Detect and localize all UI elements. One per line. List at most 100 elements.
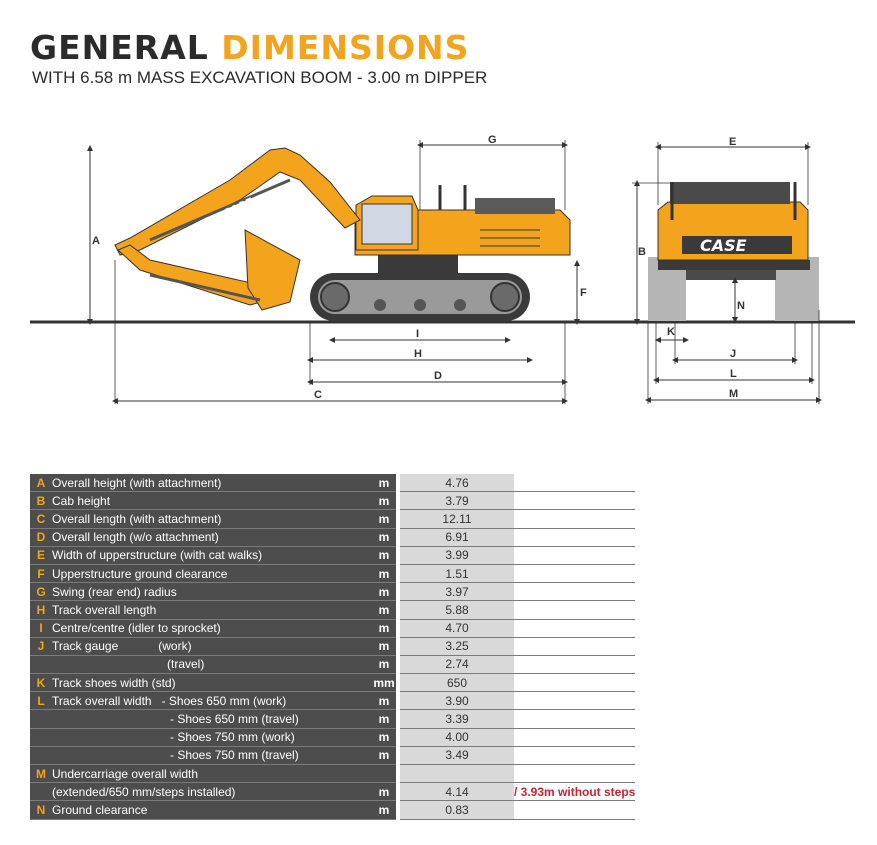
spec-row-description-text: Overall length (with attachment) [52, 511, 222, 526]
spec-row-letter: M [30, 764, 52, 784]
spec-row-unit: m [372, 491, 398, 511]
spec-row-unit: m [372, 474, 398, 493]
spec-row-letter: I [30, 619, 52, 638]
spec-row-description: Overall length (with attachment) [52, 509, 372, 529]
spec-row-note [514, 764, 636, 784]
dim-label-k: K [667, 326, 675, 338]
spec-row-description: (travel) [52, 655, 372, 675]
spec-row-value: 2.74 [396, 655, 514, 675]
spec-row-value: 6.91 [396, 528, 514, 547]
spec-row-description: Swing (rear end) radius [52, 582, 372, 602]
spec-row-letter [30, 782, 52, 802]
dim-label-i: I [416, 328, 419, 340]
spec-row-note [514, 691, 636, 711]
page-title: GENERAL DIMENSIONS [30, 30, 469, 66]
spec-row-note: / 3.93m without steps [514, 782, 636, 802]
front-view-machine: CASE [648, 182, 819, 321]
spec-row-note [514, 564, 636, 584]
spec-row-value: 4.76 [396, 474, 514, 493]
spec-row-description: Upperstructure ground clearance [52, 564, 372, 584]
spec-row-description: - Shoes 750 mm (work) [52, 728, 372, 747]
spec-row-unit: mm [372, 673, 398, 693]
dim-label-f: F [580, 287, 587, 299]
spec-row-value: 3.49 [396, 746, 514, 766]
spec-row-letter: H [30, 600, 52, 620]
spec-row-value: 3.39 [396, 709, 514, 729]
spec-row-unit: m [372, 728, 398, 747]
spec-row-unit [372, 764, 398, 784]
spec-row-description-text: (extended/650 mm/steps installed) [52, 784, 236, 799]
dim-label-n: N [737, 300, 745, 312]
spec-row-description: Ground clearance [52, 800, 372, 820]
spec-row-unit: m [372, 709, 398, 729]
dim-label-e: E [729, 136, 736, 148]
front-view-dimensions: E B N K J L M [632, 136, 822, 404]
dim-label-j: J [730, 348, 736, 360]
spec-row-description-text: Track overall width [52, 693, 152, 708]
spec-row-description-text: Swing (rear end) radius [52, 584, 177, 599]
spec-row-unit: m [372, 619, 398, 638]
spec-row-note [514, 746, 636, 766]
dim-label-a: A [92, 235, 100, 247]
spec-row-description-detail: - Shoes 650 mm (travel) [170, 712, 299, 727]
spec-row-description-text: Width of upperstructure (with cat walks) [52, 548, 263, 563]
side-view-attachment: CASE [114, 147, 361, 311]
spec-row-unit: m [372, 564, 398, 584]
excavator-dimension-diagram: CASE A G F I H D C CASE [30, 134, 855, 404]
spec-row-letter: D [30, 528, 52, 547]
spec-row-letter [30, 728, 52, 747]
spec-row-letter [30, 709, 52, 729]
spec-row-value: 5.88 [396, 600, 514, 620]
spec-row-unit: m [372, 637, 398, 656]
spec-row-description: Cab height [52, 491, 372, 511]
spec-row-letter: L [30, 691, 52, 711]
spec-row-letter: G [30, 582, 52, 602]
spec-row-letter: N [30, 800, 52, 820]
spec-row-value: 4.70 [396, 619, 514, 638]
dim-label-l: L [730, 368, 737, 380]
spec-row-letter [30, 746, 52, 766]
spec-row-description: - Shoes 750 mm (travel) [52, 746, 372, 766]
spec-row-unit: m [372, 546, 398, 565]
spec-row-letter: A [30, 474, 52, 493]
dim-label-g: G [488, 134, 497, 146]
spec-row-letter: F [30, 564, 52, 584]
spec-row-note [514, 709, 636, 729]
page-subtitle: WITH 6.58 m MASS EXCAVATION BOOM - 3.00 … [32, 68, 488, 87]
spec-row-value: 3.25 [396, 637, 514, 656]
dim-label-b: B [638, 246, 646, 258]
spec-row-value: 0.83 [396, 800, 514, 820]
spec-row-description-text: Overall length (w/o attachment) [52, 530, 219, 545]
spec-row-value: 3.99 [396, 546, 514, 565]
spec-row-description-detail: - Shoes 650 mm (work) [161, 693, 287, 708]
spec-row-unit: m [372, 655, 398, 675]
spec-row-description-text: Upperstructure ground clearance [52, 566, 228, 581]
side-view-upperstructure [354, 185, 571, 273]
spec-row-note [514, 491, 636, 511]
spec-row-unit: m [372, 691, 398, 711]
spec-row-letter: E [30, 546, 52, 565]
spec-row-description-text: Overall height (with attachment) [52, 475, 222, 490]
title-part-dimensions: DIMENSIONS [221, 28, 470, 67]
spec-row-description: Overall length (w/o attachment) [52, 528, 372, 547]
spec-row-unit: m [372, 746, 398, 766]
spec-row-note [514, 800, 636, 820]
spec-row-description-text: Cab height [52, 493, 111, 508]
spec-row-description-detail: - Shoes 750 mm (travel) [170, 748, 299, 763]
spec-row-description-text: Ground clearance [52, 802, 148, 817]
spec-row-note [514, 528, 636, 547]
spec-row-value: 3.97 [396, 582, 514, 602]
spec-row-unit: m [372, 582, 398, 602]
